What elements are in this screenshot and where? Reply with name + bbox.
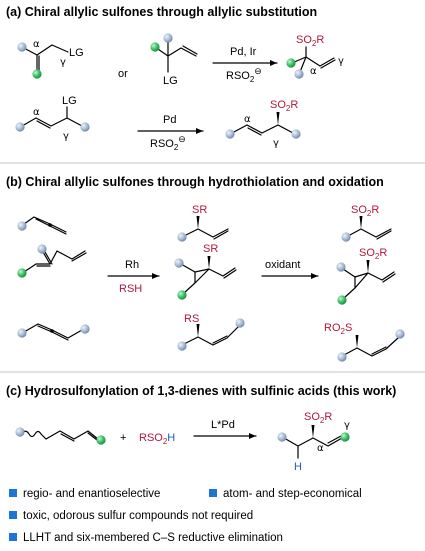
section-b-title: (b) Chiral allylic sulfones through hydr… <box>6 175 384 189</box>
leaving-group-label: LG <box>62 95 77 107</box>
bullet-text: atom- and step-economical <box>223 488 362 500</box>
section-c-title: (c) Hydrosulfonylation of 1,3-dienes wit… <box>6 384 396 398</box>
substituent-ball-green <box>32 69 42 79</box>
substituent-ball-grey <box>336 262 346 272</box>
substituent-ball-grey <box>17 42 27 52</box>
bullet-text: LLHT and six-membered C–S reductive elim… <box>23 532 283 544</box>
arrow-a2: Pd RSO2⊖ <box>137 114 204 152</box>
sulfonyl-label: SO2R <box>359 247 387 261</box>
substituent-ball-grey <box>17 221 27 231</box>
bullet-square <box>209 489 217 497</box>
substituent-ball-grey <box>225 129 235 139</box>
sulfone-b2: SO2R <box>336 247 396 305</box>
substrate-b3-allene <box>17 323 90 341</box>
sulfonyl-label: SO2R <box>296 34 324 48</box>
substituent-ball-grey <box>15 427 25 437</box>
alpha-label: α <box>310 66 317 77</box>
arrow-c: L*Pd <box>193 419 257 439</box>
reagent-label: RSO2⊖ <box>226 66 262 84</box>
arrow-a1: Pd, Ir RSO2⊖ <box>212 46 278 84</box>
substrate-a2: LG <box>150 33 198 87</box>
leaving-group-label: LG <box>163 75 178 87</box>
substituent-ball-grey <box>294 69 304 79</box>
substrate-b2-diene <box>17 244 87 278</box>
substrate-c-diene <box>15 427 106 445</box>
substrate-b1-allene <box>17 216 67 235</box>
bullet-square <box>9 533 17 541</box>
substituent-ball-grey <box>291 129 301 139</box>
plus-sign: + <box>120 432 126 444</box>
substituent-ball-grey <box>163 33 173 43</box>
gamma-label: γ <box>344 420 350 431</box>
thiol-label: SR <box>203 243 218 255</box>
alpha-label: α <box>244 114 251 125</box>
substituent-ball-grey <box>15 122 25 132</box>
bullet-square <box>9 489 17 497</box>
substituent-ball-grey <box>177 232 187 242</box>
substituent-ball-grey <box>337 352 347 362</box>
substituent-ball-grey <box>37 244 47 254</box>
hydrogen-label: H <box>294 461 302 473</box>
substituent-ball-green <box>17 268 27 278</box>
substrate-a3: LG α γ <box>15 95 90 142</box>
arrow-b1: Rh RSH <box>107 259 160 295</box>
sulfonyl-label: SO2R <box>351 204 379 218</box>
bullet-square <box>9 511 17 519</box>
substituent-ball-green <box>150 42 160 52</box>
oxidant-label: oxidant <box>265 259 300 271</box>
catalyst-label: L*Pd <box>211 419 235 431</box>
alpha-label: α <box>317 443 324 454</box>
substituent-ball-green <box>337 295 347 305</box>
advantages-list: regio- and enantioselective atom- and st… <box>9 488 362 544</box>
substituent-ball-grey <box>395 329 405 339</box>
substituent-ball-green <box>96 435 106 445</box>
substituent-ball-grey <box>80 324 90 334</box>
substituent-ball-grey <box>235 318 245 328</box>
gamma-label: γ <box>63 131 69 142</box>
product-a1: SO2R α γ <box>286 34 344 79</box>
catalyst-label: Pd, Ir <box>230 46 257 58</box>
sulfone-b3: RO2S <box>324 322 405 362</box>
sulfone-b1: SO2R <box>341 204 392 242</box>
thiol-label: RS <box>184 313 199 325</box>
catalyst-label: Rh <box>125 259 139 271</box>
reagent-label: RSH <box>119 283 142 295</box>
product-a2: SO2R α γ <box>225 99 301 149</box>
substituent-ball-green <box>286 58 296 68</box>
sulfonyl-label: SO2R <box>304 411 332 425</box>
substituent-ball-grey <box>277 432 287 442</box>
sulfonyl-label: SO2R <box>270 99 298 113</box>
thioether-b1: SR <box>177 204 229 242</box>
reagent-label: RSO2⊖ <box>150 134 186 152</box>
substituent-ball-grey <box>17 328 27 338</box>
sulfinic-acid-label: RSO2H <box>139 432 175 446</box>
catalyst-label: Pd <box>163 114 176 126</box>
gamma-label: γ <box>273 138 279 149</box>
substituent-ball-green <box>177 290 187 300</box>
alpha-label: α <box>33 107 40 118</box>
substrate-a1: LG α γ <box>17 39 84 79</box>
bullet-text: regio- and enantioselective <box>23 488 160 500</box>
alpha-label: α <box>33 39 40 50</box>
substituent-ball-green <box>340 432 350 442</box>
arrow-b2: oxidant <box>261 259 319 279</box>
leaving-group-label: LG <box>69 47 84 59</box>
substituent-ball-grey <box>80 122 90 132</box>
thioether-b3: RS <box>177 313 245 351</box>
substituent-ball-grey <box>174 258 184 268</box>
gamma-label: γ <box>338 56 344 67</box>
product-c: H SO2R α γ <box>277 411 350 473</box>
bullet-text: toxic, odorous sulfur compounds not requ… <box>23 510 253 522</box>
section-a-title: (a) Chiral allylic sulfones through ally… <box>6 5 317 19</box>
thiol-label: SR <box>192 204 207 216</box>
sulfonyl-label: RO2S <box>324 322 352 336</box>
thioether-b2: SR <box>174 243 237 300</box>
or-label: or <box>118 68 128 80</box>
substituent-ball-grey <box>177 341 187 351</box>
gamma-label: γ <box>60 57 66 68</box>
substituent-ball-grey <box>341 232 351 242</box>
